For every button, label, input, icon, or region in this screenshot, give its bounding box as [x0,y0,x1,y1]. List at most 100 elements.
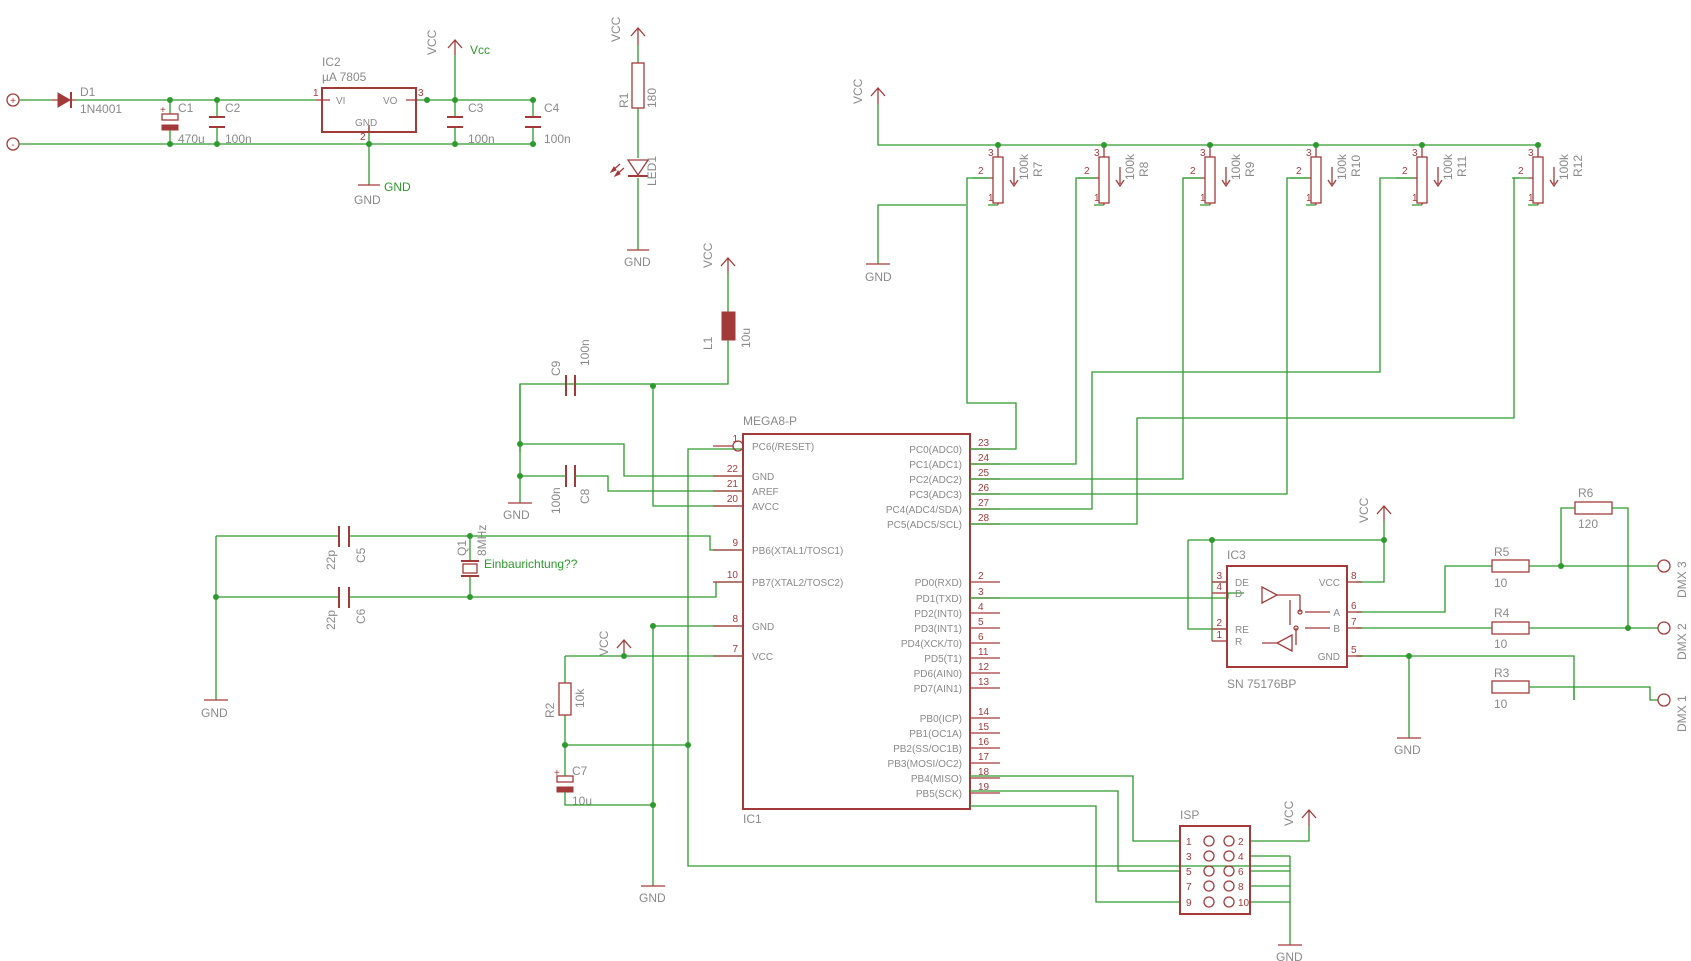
ic1-pin-label: PB5(SCK) [916,789,962,800]
pot-name: R8 [1137,161,1151,177]
ic1-pin-label: GND [752,622,774,633]
r2-value: 10k [573,688,587,708]
r3-value: 10 [1494,697,1508,711]
d1-name: D1 [80,85,96,99]
ic3-pin-label: R [1235,637,1242,648]
c4-value: 100n [544,132,571,146]
ic1-pin-num: 5 [978,617,984,628]
pot-name: R7 [1031,161,1045,177]
c7-name: C7 [572,764,588,778]
ic1-body [742,433,971,810]
ic1-pin-num: 11 [978,647,989,658]
ic3-left-pin: 1R [1212,630,1242,648]
r4-name: R4 [1494,606,1510,620]
isp-pin-num-right: 10 [1238,898,1250,909]
mcu-section: VCC L1 10u C9 100n 100n C8 GND 22p C5 22… [201,177,1519,905]
ic2-pin1: 1 [313,88,319,99]
svg-text:+: + [554,768,560,779]
capacitor-c1: + C1 470u [160,101,205,146]
ic1-pin-label: PD4(XCK/T0) [901,639,962,650]
pot-value: 100k [1123,153,1137,180]
ic1-pin-num: 10 [727,570,739,581]
ic3-pin-num: 2 [1216,618,1222,629]
led-section: VCC R1 180 LED1 GND [609,16,659,269]
ic1-pin-num: 8 [732,614,738,625]
ic1-name: IC1 [743,812,762,826]
ic1-pin-label: PC6(/RESET) [752,442,814,453]
resistor-r3 [1491,680,1530,694]
ic3-pin-num: 5 [1351,645,1357,656]
pot-value: 100k [1017,153,1031,180]
ic3-pin-label: A [1333,608,1340,619]
gnd-label-c8: GND [503,508,530,522]
ic2-value: µA 7805 [322,70,367,84]
ic3-pin-num: 8 [1351,571,1357,582]
r3-name: R3 [1494,666,1510,680]
ic3-pin-label: D [1235,589,1242,600]
ic2-vo-label: VO [383,96,398,107]
vcc-net-label: Vcc [470,43,490,57]
capacitor-c3: C3 100n [447,101,495,146]
pot-pin3: 3 [1412,148,1418,159]
ic1-pin-label: PD0(RXD) [915,578,962,589]
pot-value: 100k [1441,153,1455,180]
pot-pin1: 1 [1412,193,1418,204]
ic1-pin-num: 16 [978,737,990,748]
ic1-pin-label: PB6(XTAL1/TOSC1) [752,546,843,557]
ic1-pin-label: PC2(ADC2) [909,475,962,486]
isp-header-body [1179,825,1251,915]
ic1-pin-label: PB4(MISO) [911,774,962,785]
ic1-pin-label: GND [752,472,774,483]
dmx1-connector [1657,693,1671,707]
gnd-label-mcu: GND [639,891,666,905]
ic3-value: SN 75176BP [1227,677,1296,691]
ic1-pin-num: 7 [732,644,738,655]
ic3-pin-label: GND [1318,652,1340,663]
isp-name: ISP [1180,808,1199,822]
ic3-body [1226,565,1348,668]
dmx1-label: DMX 1 [1675,695,1689,732]
isp-pin-num-left: 9 [1186,898,1192,909]
vcc-label-ic3: VCC [1357,497,1371,523]
resistor-r1 [631,62,645,109]
gnd-label-ic3: GND [1394,743,1421,757]
vcc-label-pots: VCC [851,78,865,104]
gnd-label-led: GND [624,255,651,269]
ic1-pin-num: 12 [978,662,990,673]
capacitor-c4: C4 100n [525,101,571,146]
ic1-pin-label: PD6(AIN0) [914,669,962,680]
r1-name: R1 [617,92,631,108]
ic1-pin-label: PB2(SS/OC1B) [893,744,962,755]
c3-name: C3 [468,101,484,115]
isp-pin-num-right: 2 [1238,837,1244,848]
ic3-name: IC3 [1227,548,1246,562]
ic1-pin-num: 2 [978,571,984,582]
c6-name: C6 [354,608,368,624]
c9-value: 100n [578,339,592,366]
pot-pin2: 2 [1402,166,1408,177]
isp-pin-num-left: 7 [1186,882,1192,893]
ic1-pin-label: AVCC [752,502,779,513]
ic1-pin-num: 25 [978,468,990,479]
regulator-ic2: VI VO GND 1 3 2 IC2 µA 7805 [313,55,424,143]
pot-pin2: 2 [1296,166,1302,177]
c6-value: 22p [324,610,338,630]
